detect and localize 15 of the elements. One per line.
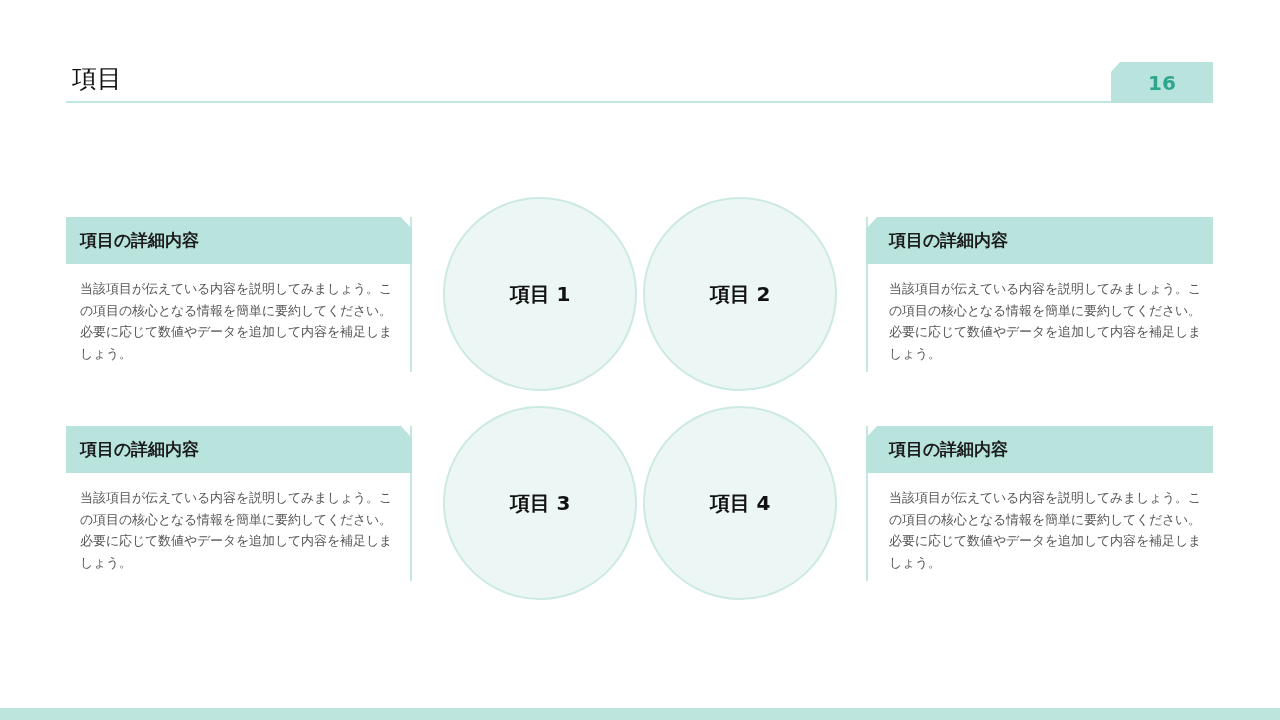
card-heading: 項目の詳細内容 bbox=[889, 229, 1008, 252]
slide-title: 項目 bbox=[72, 63, 122, 95]
card-body-text: 当該項目が伝えている内容を説明してみましょう。この項目の核心となる情報を簡単に要約してください。必要に応じて数値やデータを追加して内容を補足しましょう。 bbox=[889, 489, 1202, 572]
circle-label: 項目 4 bbox=[709, 489, 771, 517]
circle-label: 項目 2 bbox=[709, 280, 771, 308]
circle-label: 項目 3 bbox=[509, 489, 571, 517]
page-number: 16 bbox=[1148, 70, 1176, 95]
card-heading: 項目の詳細内容 bbox=[80, 229, 199, 252]
page-number-tab bbox=[1111, 62, 1213, 103]
card-heading: 項目の詳細内容 bbox=[80, 438, 199, 461]
card-heading: 項目の詳細内容 bbox=[889, 438, 1008, 461]
card-body-text: 当該項目が伝えている内容を説明してみましょう。この項目の核心となる情報を簡単に要約してください。必要に応じて数値やデータを追加して内容を補足しましょう。 bbox=[80, 489, 393, 572]
card-body-text: 当該項目が伝えている内容を説明してみましょう。この項目の核心となる情報を簡単に要約してください。必要に応じて数値やデータを追加して内容を補足しましょう。 bbox=[889, 280, 1202, 363]
card-body-text: 当該項目が伝えている内容を説明してみましょう。この項目の核心となる情報を簡単に要約してください。必要に応じて数値やデータを追加して内容を補足しましょう。 bbox=[80, 280, 393, 363]
circle-label: 項目 1 bbox=[509, 280, 571, 308]
